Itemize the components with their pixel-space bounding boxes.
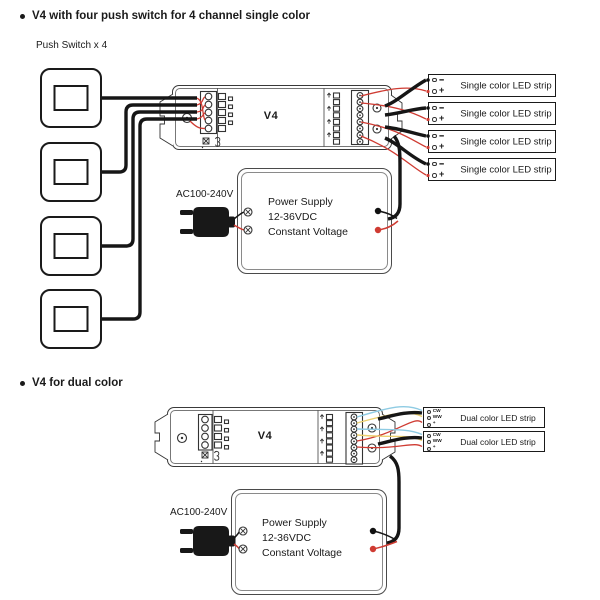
ac-voltage-label-single: AC100-240V (176, 189, 234, 200)
v4-device-label: V4 (257, 430, 273, 442)
bullet-icon (20, 380, 25, 386)
led-strip-single-2: − + Single color LED strip (428, 102, 556, 125)
terminal-plus-label: + (432, 421, 436, 427)
v4-controller-single: V4 (172, 85, 392, 150)
strip-label: Single color LED strip (460, 164, 552, 175)
strip-terminal-icon (432, 145, 437, 150)
strip-terminal-icon (432, 117, 437, 122)
v4-controller-dual: V4 (167, 407, 383, 467)
polarity-negative-label: − (439, 73, 445, 87)
led-strip-single-1: − + Single color LED strip (428, 74, 556, 97)
polarity-negative-label: − (439, 101, 445, 115)
strip-terminal-plus: + (426, 421, 436, 428)
push-switch-button (53, 85, 89, 111)
strip-label: Dual color LED strip (460, 412, 536, 423)
led-strip-single-4: − + Single color LED strip (428, 158, 556, 181)
push-switch-4 (40, 289, 102, 349)
strip-terminal-icon (426, 422, 431, 427)
strip-terminal-icon (432, 89, 437, 94)
strip-terminal-icon (426, 433, 431, 439)
terminal-ww-label: WW (432, 438, 442, 444)
strip-terminal-icon (426, 409, 431, 415)
strip-terminal-icon (426, 446, 431, 451)
strip-label: Single color LED strip (460, 136, 552, 147)
power-supply-text: Power Supply 12-36VDC Constant Voltage (268, 195, 348, 240)
push-switch-3 (40, 216, 102, 276)
strip-terminal-ww: WW (426, 438, 442, 445)
strip-terminal-cw: CW (426, 432, 441, 439)
polarity-positive-label: + (439, 169, 445, 179)
strip-terminal-icon (432, 105, 437, 110)
ps-type-label: Constant Voltage (262, 547, 342, 559)
strip-terminal-icon (432, 173, 437, 178)
strip-label: Single color LED strip (460, 108, 552, 119)
strip-terminal-plus: + (426, 445, 436, 452)
polarity-positive-label: + (439, 141, 445, 151)
led-strip-dual-1: CW WW + Dual color LED strip (423, 407, 545, 428)
polarity-negative-label: − (439, 157, 445, 171)
push-switch-button (53, 159, 89, 185)
power-supply-single: Power Supply 12-36VDC Constant Voltage (237, 168, 392, 274)
push-switch-2 (40, 142, 102, 202)
push-switch-button (53, 233, 89, 259)
v4-device-label: V4 (263, 110, 279, 122)
section-single-title: V4 with four push switch for 4 channel s… (20, 10, 310, 22)
strip-terminal-icon (426, 416, 431, 421)
push-switch-1 (40, 68, 102, 128)
section-dual-title-text: V4 for dual color (32, 377, 123, 389)
strip-terminal-icon (432, 133, 437, 138)
push-switch-count-label: Push Switch x 4 (36, 40, 108, 51)
polarity-negative-label: − (439, 129, 445, 143)
push-switch-button (53, 306, 89, 332)
power-supply-dual: Power Supply 12-36VDC Constant Voltage (231, 489, 387, 595)
strip-label: Dual color LED strip (460, 436, 536, 447)
terminal-ww-label: WW (432, 414, 442, 420)
power-cable-dual (386, 454, 401, 545)
bullet-icon (20, 13, 25, 19)
ps-name-label: Power Supply (262, 517, 327, 529)
section-dual-title: V4 for dual color (20, 377, 123, 389)
ac-voltage-label-dual: AC100-240V (170, 507, 228, 518)
polarity-positive-label: + (439, 113, 445, 123)
ps-voltage-label: 12-36VDC (268, 211, 318, 223)
led-strip-single-3: − + Single color LED strip (428, 130, 556, 153)
channel-cables-dual (377, 410, 423, 446)
led-strip-dual-2: CW WW + Dual color LED strip (423, 431, 545, 452)
terminal-cw-label: CW (432, 408, 441, 414)
power-supply-text: Power Supply 12-36VDC Constant Voltage (262, 516, 342, 561)
terminal-plus-label: + (432, 445, 436, 451)
polarity-positive-label: + (439, 85, 445, 95)
strip-terminal-icon (426, 440, 431, 445)
ps-voltage-label: 12-36VDC (262, 532, 312, 544)
strip-terminal-ww: WW (426, 414, 442, 421)
terminal-cw-label: CW (432, 432, 441, 438)
strip-label: Single color LED strip (460, 80, 552, 91)
strip-terminal-cw: CW (426, 408, 441, 415)
ps-type-label: Constant Voltage (268, 226, 348, 238)
strip-terminal-icon (432, 77, 437, 82)
case-holes (176, 103, 382, 453)
ps-name-label: Power Supply (268, 196, 333, 208)
section-single-title-text: V4 with four push switch for 4 channel s… (32, 10, 310, 22)
ac-plug-icon-single (180, 207, 245, 237)
strip-terminal-icon (432, 161, 437, 166)
